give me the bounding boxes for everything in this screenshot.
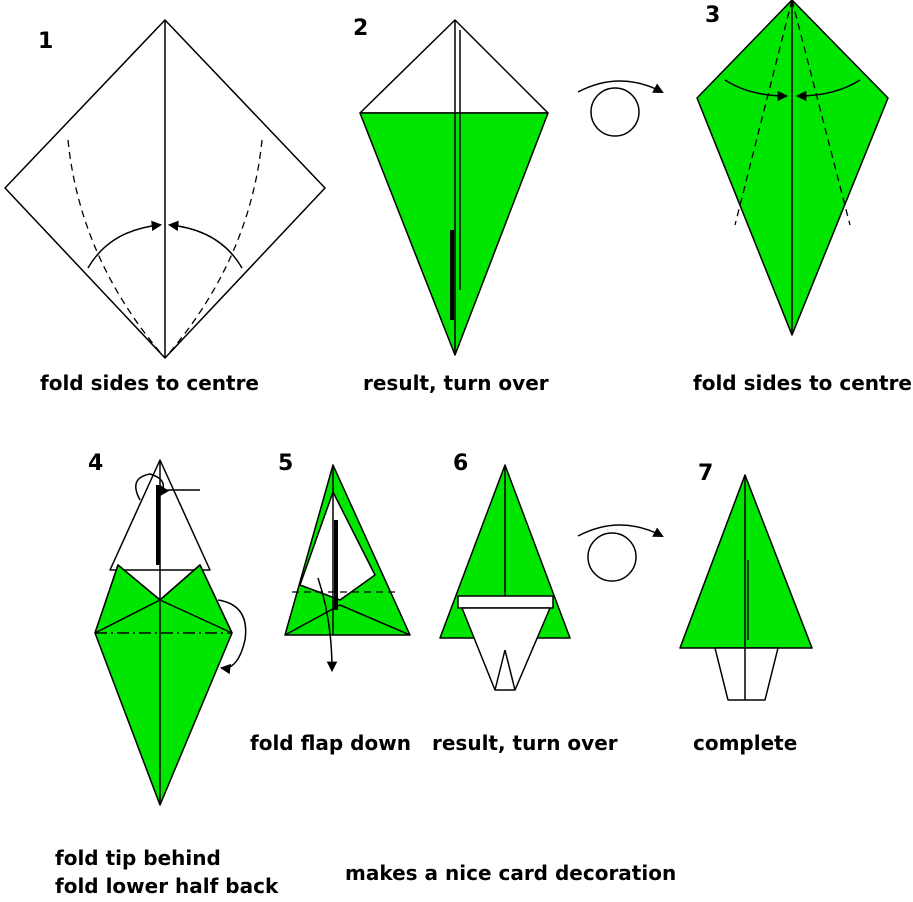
- step-7-number: 7: [698, 461, 713, 486]
- step-4-left-flap: [94, 564, 161, 634]
- step-7-tree-trunk: [714, 647, 779, 701]
- step-1-caption: fold sides to centre: [40, 371, 259, 395]
- step-4-figure: [94, 459, 247, 806]
- step-5-fold-down-arrow: [317, 577, 338, 673]
- step-3-left-fold-arrow: [724, 79, 789, 102]
- turn-over-circle-icon: [590, 87, 640, 137]
- step-4-right-flap: [159, 564, 233, 634]
- step-3-right-fold-line: [791, 0, 851, 226]
- step-5-caption: fold flap down: [250, 731, 411, 755]
- step-3-right-fold-arrow: [795, 79, 861, 102]
- step-3-figure: [696, 0, 889, 336]
- step-4-caption: fold tip behind: [55, 846, 221, 870]
- step-1-left-fold-arrow: [87, 220, 163, 269]
- step-3-left-fold-line: [734, 0, 793, 226]
- step-1-right-fold-arrow: [167, 220, 243, 269]
- step-1-right-fold-line: [164, 139, 263, 359]
- step-4-number: 4: [88, 451, 103, 476]
- step-2-figure: [359, 19, 549, 356]
- step-1-figure: [4, 19, 326, 359]
- step-2-number: 2: [353, 16, 368, 41]
- step-6-white-trunk: [461, 607, 551, 691]
- step-6-number: 6: [453, 451, 468, 476]
- step-5-figure: [284, 464, 411, 673]
- step-6-caption: result, turn over: [432, 731, 618, 755]
- step-2-top-triangle: [359, 19, 549, 114]
- turn-over-symbol-1: [577, 80, 664, 137]
- step-6-fold-strip: [457, 595, 554, 609]
- step-1-left-fold-line: [67, 139, 166, 359]
- footer-note: makes a nice card decoration: [345, 861, 676, 885]
- step-3-caption: fold sides to centre: [693, 371, 912, 395]
- step-5-number: 5: [278, 451, 293, 476]
- step-2-caption: result, turn over: [363, 371, 549, 395]
- step-1-number: 1: [38, 29, 53, 54]
- step-6-trunk-crease-right: [504, 649, 516, 691]
- step-5-right-crease: [339, 604, 411, 636]
- step-4-fold-back-arrow: [217, 599, 247, 675]
- step-7-figure: [679, 474, 813, 701]
- turn-over-circle-icon: [587, 532, 637, 582]
- step-4-tip-arrow: [135, 473, 170, 501]
- step-5-left-crease: [284, 604, 341, 636]
- step-6-trunk-crease-left: [494, 649, 506, 691]
- step-7-tree-crown: [679, 474, 813, 649]
- step-4-extra-caption: fold lower half back: [55, 874, 279, 898]
- turn-over-arrow-icon: [577, 524, 664, 537]
- step-6-figure: [439, 464, 571, 691]
- step-3-number: 3: [705, 3, 720, 28]
- turn-over-symbol-2: [577, 524, 664, 582]
- step-7-caption: complete: [693, 731, 797, 755]
- turn-over-arrow-icon: [577, 80, 664, 93]
